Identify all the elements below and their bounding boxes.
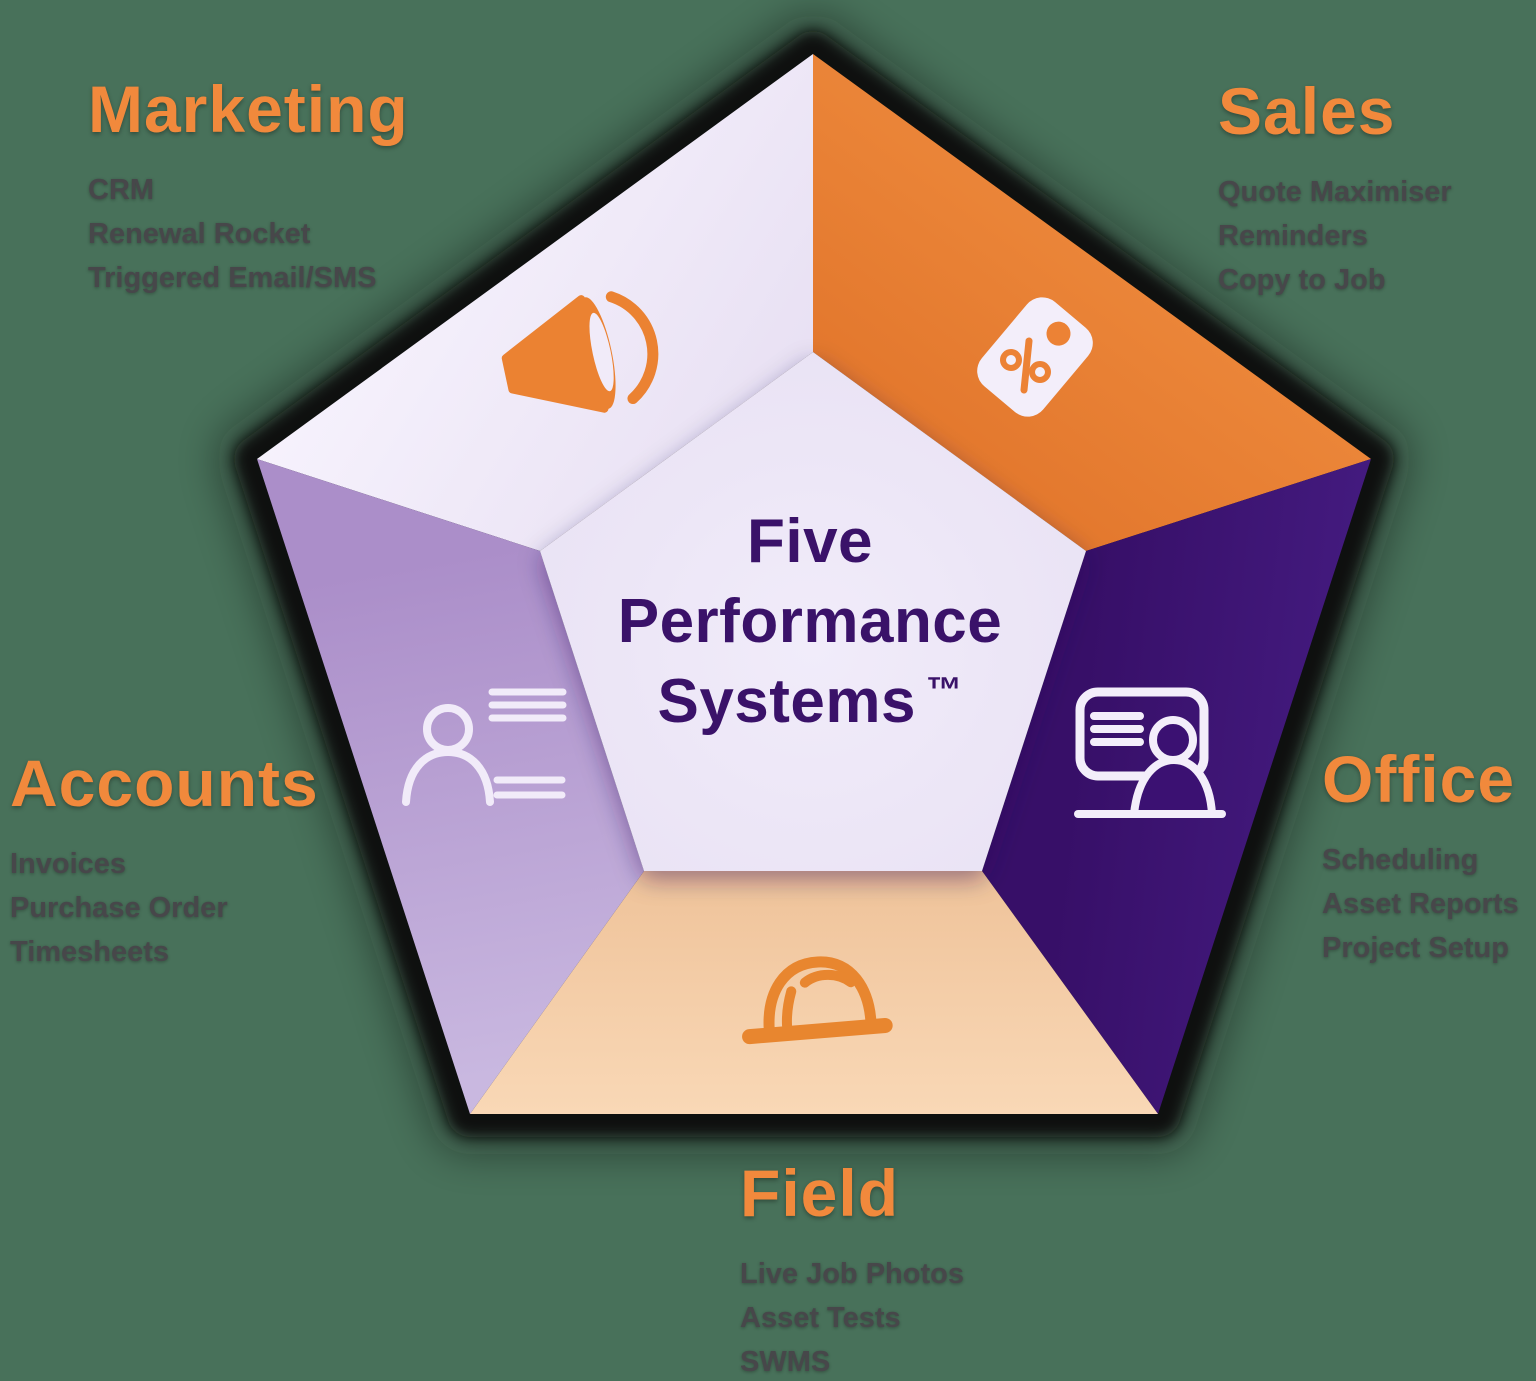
segment-accounts (257, 459, 644, 1114)
list-item: Asset Tests (740, 1302, 901, 1334)
section-accounts: Accounts Invoices Purchase Order Timeshe… (10, 750, 319, 974)
list-item: Asset Reports (1322, 888, 1519, 920)
price-tag-icon (977, 297, 1093, 417)
list-item: Live Job Photos (740, 1258, 964, 1290)
list-item: Project Setup (1322, 932, 1509, 964)
field-items: Live Job Photos Asset Tests SWMS (740, 1252, 964, 1381)
marketing-items: CRM Renewal Rocket Triggered Email/SMS (88, 168, 409, 300)
megaphone-icon (501, 291, 659, 413)
trademark-symbol: ™ (926, 669, 963, 710)
list-item: Invoices (10, 848, 127, 880)
list-item: Quote Maximiser (1218, 176, 1452, 208)
monitor-person-icon (1074, 687, 1226, 818)
section-office: Office Scheduling Asset Reports Project … (1322, 746, 1519, 970)
segment-field (470, 871, 1158, 1114)
segment-sales (813, 54, 1371, 551)
inner-pentagon (540, 352, 1086, 871)
center-title-line2: Performance (617, 587, 1003, 656)
center-title-line1: Five (746, 507, 874, 576)
marketing-heading: Marketing (88, 72, 409, 146)
list-item: Triggered Email/SMS (88, 262, 377, 294)
list-item: Renewal Rocket (88, 218, 311, 250)
accounts-items: Invoices Purchase Order Timesheets (10, 842, 319, 974)
list-item: Scheduling (1322, 844, 1479, 876)
segment-marketing (257, 54, 813, 551)
section-marketing: Marketing CRM Renewal Rocket Triggered E… (88, 76, 409, 300)
list-item: Purchase Order (10, 892, 228, 924)
sales-heading: Sales (1218, 74, 1396, 148)
center-title-systems: Systems (657, 667, 917, 736)
list-item: Reminders (1218, 220, 1368, 252)
person-notes-icon (402, 688, 567, 806)
sales-items: Quote Maximiser Reminders Copy to Job (1218, 170, 1452, 302)
list-item: CRM (88, 174, 155, 206)
section-field: Field Live Job Photos Asset Tests SWMS (740, 1160, 964, 1381)
office-heading: Office (1322, 742, 1516, 816)
section-sales: Sales Quote Maximiser Reminders Copy to … (1218, 78, 1452, 302)
field-heading: Field (740, 1156, 900, 1230)
hard-hat-icon (742, 956, 893, 1045)
list-item: Copy to Job (1218, 264, 1386, 296)
office-items: Scheduling Asset Reports Project Setup (1322, 838, 1519, 970)
accounts-heading: Accounts (10, 746, 319, 820)
list-item: SWMS (740, 1346, 831, 1378)
list-item: Timesheets (10, 936, 170, 968)
